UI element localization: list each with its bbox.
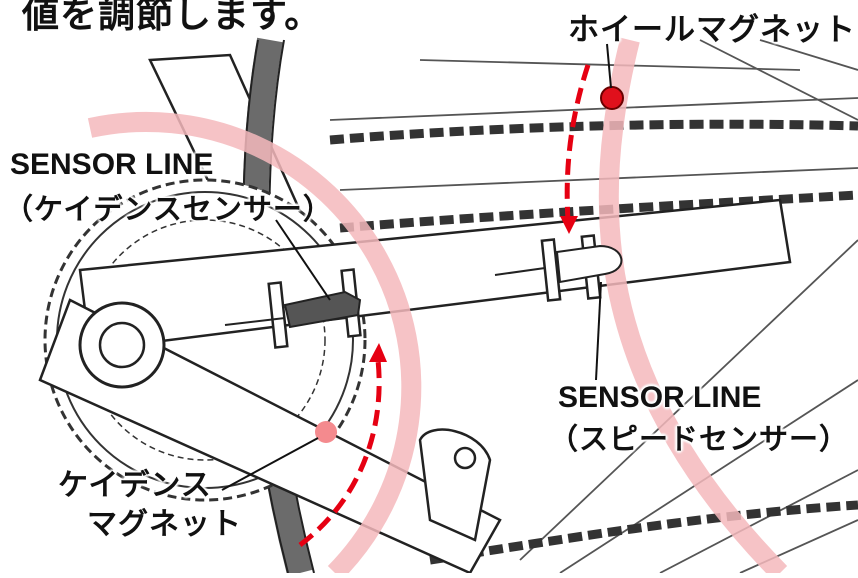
wheel-magnet-label: ホイールマグネット bbox=[568, 12, 856, 47]
cadence-sensor-line-title: SENSOR LINE bbox=[10, 148, 214, 181]
speed-sensor-line-subtitle: （スピードセンサー） bbox=[549, 424, 850, 456]
arrowheads bbox=[369, 216, 578, 362]
cadence-sensor bbox=[224, 268, 362, 349]
crank-rotation-arrow bbox=[298, 359, 382, 547]
cadence-magnet bbox=[315, 421, 337, 443]
instruction-heading-fragment: 値を調節します。 bbox=[22, 0, 323, 35]
chain-upper bbox=[329, 119, 858, 233]
cadence-magnet-label-line2: マグネット bbox=[87, 508, 242, 541]
cadence-magnet-path bbox=[87, 111, 422, 578]
speed-sensor-line-title: SENSOR LINE bbox=[558, 381, 762, 414]
leader-lines bbox=[221, 43, 612, 491]
rotation-arrows bbox=[298, 64, 591, 547]
cadence-magnet-label-line1: ケイデンス bbox=[58, 469, 212, 502]
cadence-sensor-line-subtitle: （ケイデンスセンサー） bbox=[4, 194, 333, 226]
rear-derailleur bbox=[418, 428, 492, 542]
speed-sensor bbox=[494, 234, 623, 302]
wheel-rotation-arrow bbox=[564, 64, 591, 221]
wheel-magnet bbox=[600, 86, 624, 110]
